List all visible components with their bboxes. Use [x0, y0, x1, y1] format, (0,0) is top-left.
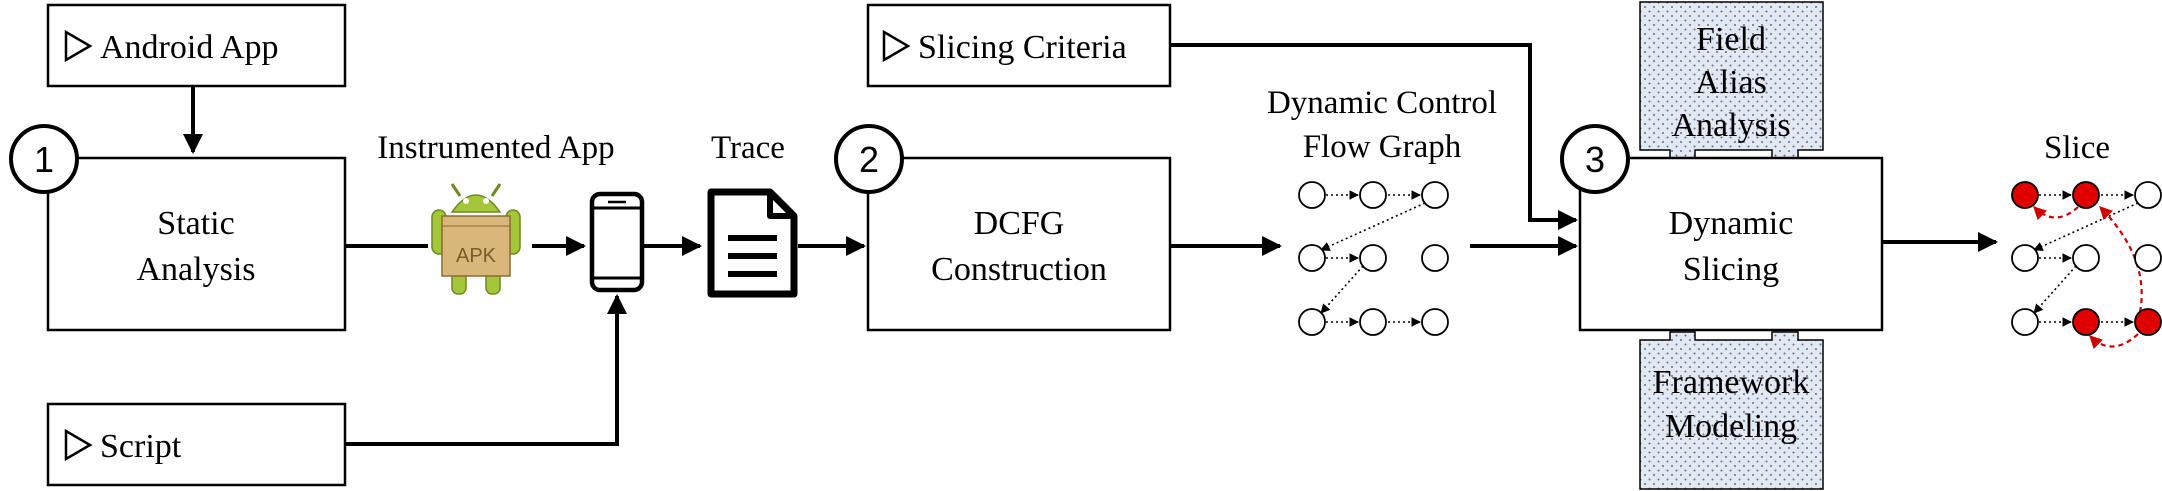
svg-text:2: 2 — [859, 139, 879, 180]
step1-number-badge: 1 — [9, 124, 79, 194]
framework-label-line1: Framework — [1653, 364, 1810, 401]
connectors — [183, 43, 1998, 446]
graph-node — [1359, 181, 1387, 209]
step2-label-line1: DCFG — [974, 205, 1065, 242]
graph-node — [1359, 308, 1387, 336]
trace-label: Trace — [711, 130, 785, 166]
step3-number-badge: 3 — [1560, 124, 1630, 194]
step3-label-line1: Dynamic — [1669, 205, 1794, 242]
graph-node — [1359, 244, 1387, 272]
input-slicing-criteria: Slicing Criteria — [866, 3, 1172, 88]
slice-node — [2134, 181, 2162, 209]
graph-node — [1421, 308, 1449, 336]
slice-node — [2011, 244, 2039, 272]
slice-node-selected — [2134, 308, 2162, 336]
step1-label-line2: Analysis — [137, 251, 256, 288]
framework-label-line2: Modeling — [1665, 408, 1797, 445]
play-triangle-icon — [882, 29, 911, 63]
graph-node — [1298, 308, 1326, 336]
instrumented-app-label: Instrumented App — [377, 130, 614, 166]
android-apk-icon: APK — [431, 183, 521, 295]
slice-node-selected — [2072, 181, 2100, 209]
field-alias-label-line2: Alias — [1695, 64, 1767, 101]
smartphone-icon — [589, 191, 645, 293]
svg-text:1: 1 — [34, 139, 54, 180]
play-triangle-icon — [64, 428, 93, 462]
graph-node — [1421, 244, 1449, 272]
step1-static-analysis: Static Analysis — [46, 156, 347, 332]
step2-label-line2: Construction — [931, 251, 1107, 288]
step3-label-line2: Slicing — [1683, 251, 1779, 288]
field-alias-module: Field Alias Analysis — [1639, 1, 1824, 159]
input-android-app: Android App — [46, 3, 347, 88]
field-alias-label-line1: Field — [1696, 21, 1766, 58]
graph-node — [1421, 181, 1449, 209]
input-script: Script — [46, 402, 347, 487]
step2-number-badge: 2 — [834, 124, 904, 194]
slice-node — [2072, 244, 2100, 272]
script-label: Script — [100, 428, 182, 465]
framework-modeling-module: Framework Modeling — [1639, 331, 1824, 490]
play-triangle-icon — [64, 29, 93, 63]
apk-text: APK — [456, 245, 497, 267]
slice-graph — [2011, 181, 2162, 350]
svg-text:3: 3 — [1585, 139, 1605, 180]
slice-label: Slice — [2044, 130, 2110, 166]
dcfg-graph — [1298, 181, 1449, 336]
step1-label-line1: Static — [157, 205, 234, 242]
slice-node-selected — [2011, 181, 2039, 209]
graph-node — [1298, 244, 1326, 272]
field-alias-label-line3: Analysis — [1672, 107, 1791, 144]
dcfg-label-line1: Dynamic Control — [1267, 85, 1497, 121]
dcfg-label-line2: Flow Graph — [1303, 129, 1462, 165]
graph-node — [1298, 181, 1326, 209]
slicing-criteria-label: Slicing Criteria — [918, 29, 1127, 66]
step2-dcfg-construction: DCFG Construction — [866, 156, 1172, 332]
android-app-label: Android App — [100, 29, 279, 66]
document-icon — [707, 188, 798, 298]
slice-node — [2134, 244, 2162, 272]
step3-dynamic-slicing: Dynamic Slicing — [1578, 156, 1884, 332]
slice-node — [2011, 308, 2039, 336]
slice-node-selected — [2072, 308, 2100, 336]
